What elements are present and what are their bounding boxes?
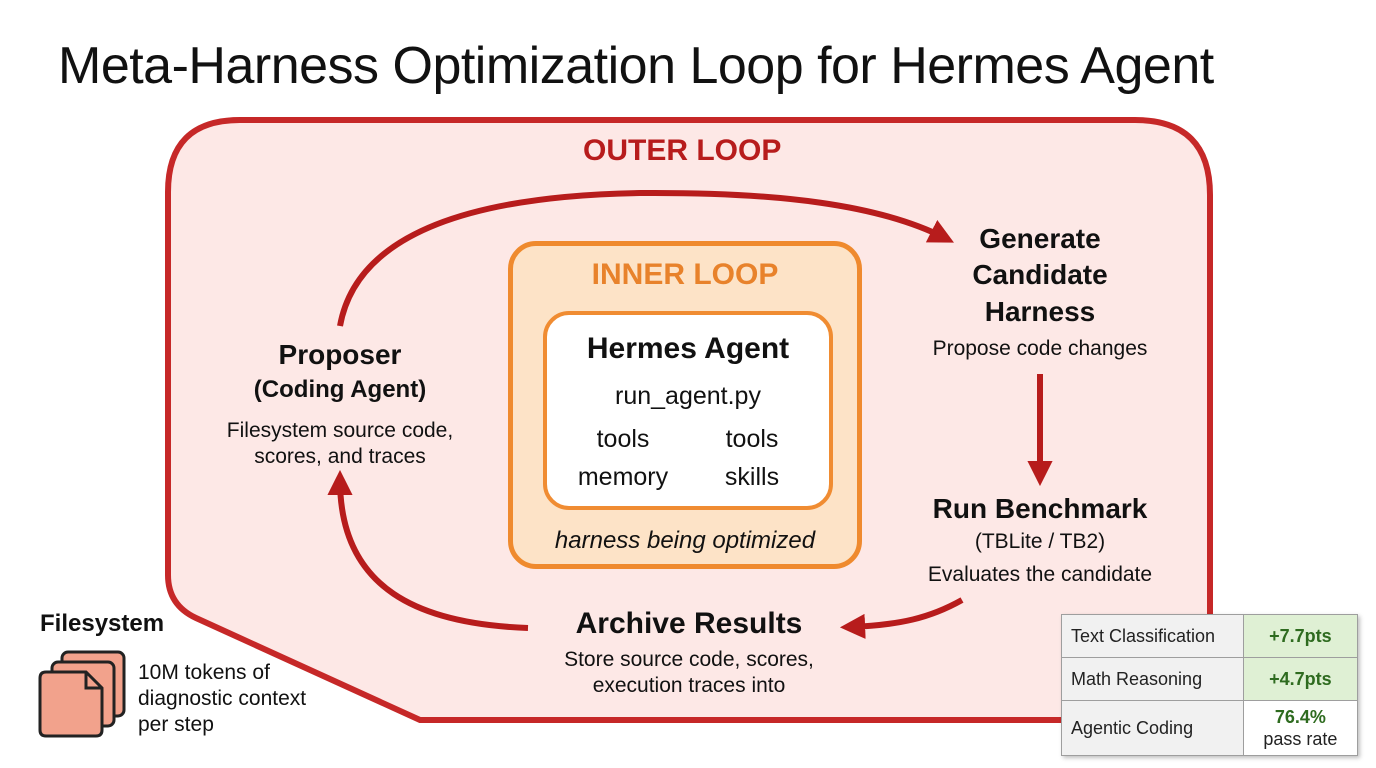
filesystem-title: Filesystem — [40, 610, 165, 637]
metric-value: 76.4% pass rate — [1242, 700, 1359, 756]
page-title: Meta-Harness Optimization Loop for Herme… — [58, 37, 1214, 95]
table-row: Agentic Coding 76.4% pass rate — [1061, 700, 1359, 756]
table-row: Math Reasoning +4.7pts — [1061, 657, 1359, 701]
filesystem-line-3: per step — [138, 713, 214, 736]
metric-value-number: 76.4% — [1274, 707, 1326, 727]
generate-description: Propose code changes — [932, 337, 1148, 360]
generate-title-line-2: Candidate — [972, 259, 1108, 290]
metric-value-note: pass rate — [1263, 729, 1338, 749]
hermes-agent-box — [543, 311, 833, 510]
results-table: Text Classification +7.7pts Math Reasoni… — [1061, 614, 1359, 756]
archive-title: Archive Results — [575, 607, 803, 640]
outer-loop-label-text: OUTER LOOP — [583, 134, 782, 167]
filesystem-line-2: diagnostic context — [138, 687, 307, 710]
component-skills: skills — [724, 463, 780, 491]
arrow-benchmark-to-archive — [839, 597, 964, 639]
inner-loop-label: INNER LOOP — [591, 258, 779, 291]
metric-name: Text Classification — [1061, 614, 1244, 658]
metric-value: +4.7pts — [1242, 657, 1359, 701]
agent-filename: run_agent.py — [615, 382, 761, 410]
filesystem-stack-icon — [38, 650, 126, 738]
benchmark-subtitle: (TBLite / TB2) — [974, 530, 1106, 553]
arrow-proposer-to-generate — [337, 189, 954, 327]
proposer-description-line-1: Filesystem source code, — [226, 419, 454, 442]
generate-title-line-1: Generate — [979, 223, 1101, 254]
benchmark-description: Evaluates the candidate — [927, 563, 1153, 586]
table-row: Text Classification +7.7pts — [1061, 614, 1359, 658]
filesystem-description: 10M tokens of diagnostic context per ste… — [138, 660, 306, 738]
benchmark-title: Run Benchmark — [932, 493, 1148, 524]
proposer-subtitle: (Coding Agent) — [253, 376, 427, 403]
component-tools-right: tools — [725, 425, 779, 453]
hermes-agent-title: Hermes Agent — [586, 332, 790, 365]
inner-loop-caption: harness being optimized — [554, 527, 816, 554]
component-tools-left: tools — [596, 425, 650, 453]
arrow-archive-to-proposer — [327, 469, 529, 631]
generate-title-line-3: Harness — [984, 296, 1096, 327]
proposer-title: Proposer — [278, 339, 402, 370]
archive-description-line-2: execution traces into — [592, 674, 786, 697]
filesystem-line-1: 10M tokens of — [138, 661, 270, 684]
proposer-description-line-2: scores, and traces — [254, 445, 426, 468]
archive-description-line-1: Store source code, scores, — [564, 648, 814, 671]
metric-name: Math Reasoning — [1061, 657, 1244, 701]
component-memory: memory — [577, 463, 669, 491]
metric-value: +7.7pts — [1242, 614, 1359, 658]
metric-name: Agentic Coding — [1061, 700, 1244, 756]
